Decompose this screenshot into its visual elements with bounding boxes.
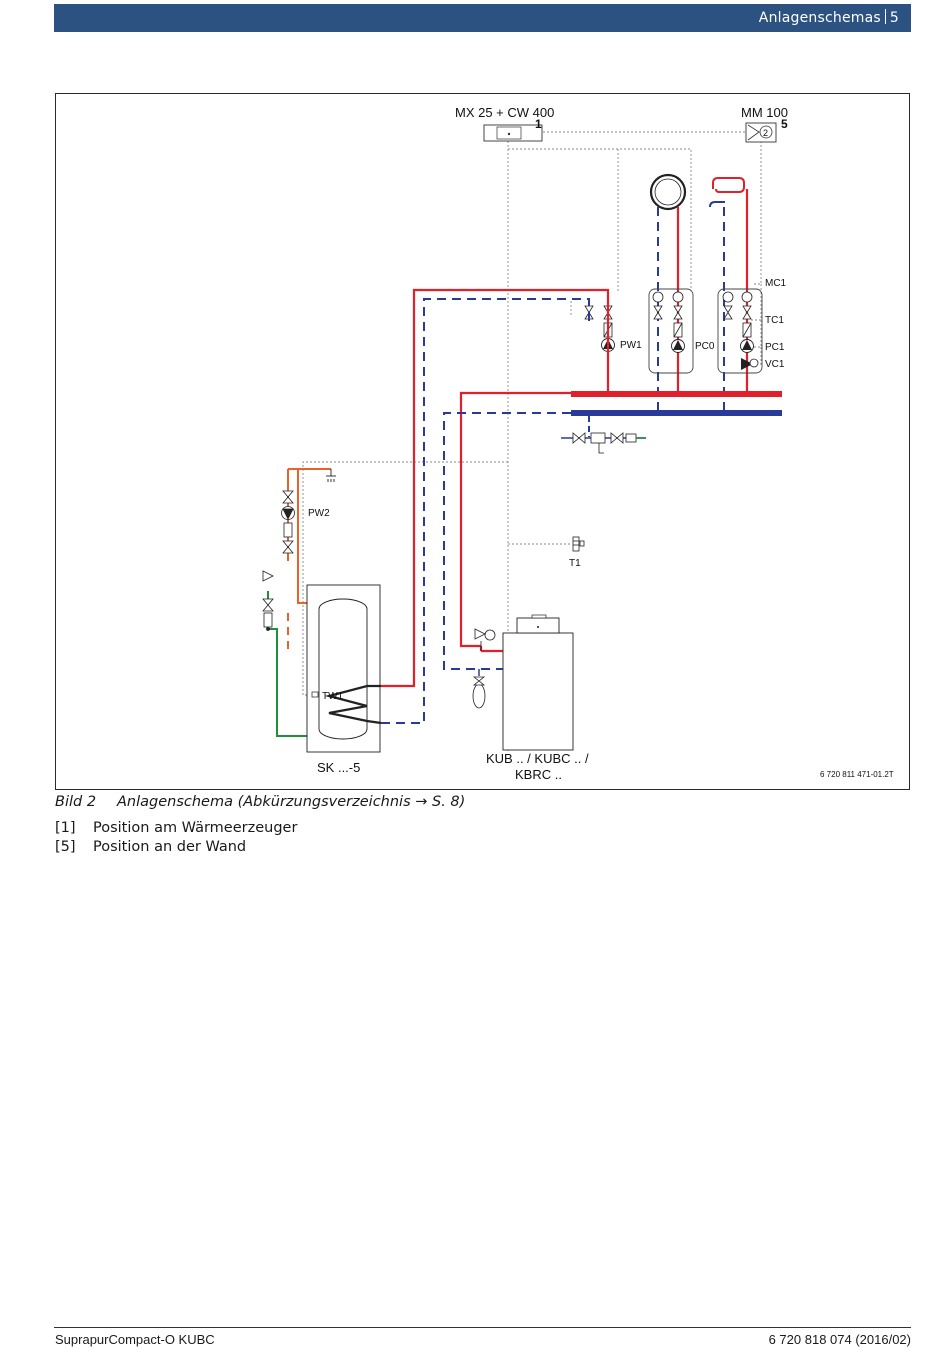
schematic-figure: MX 25 + CW 400 1 2 MM 100 5 bbox=[55, 93, 910, 790]
tw1-label: TW1 bbox=[322, 691, 344, 702]
pump-group-pc1 bbox=[717, 288, 763, 374]
boiler-label-line1: KUB .. / KUBC .. / bbox=[486, 751, 589, 766]
module-label: MM 100 bbox=[741, 105, 788, 120]
section-title: Anlagenschemas bbox=[758, 10, 881, 26]
figure-legend: [1] Position am Wärmeerzeuger [5] Position… bbox=[55, 820, 297, 858]
pump-group-pc0 bbox=[648, 288, 694, 374]
pw2-pump-group bbox=[281, 490, 295, 554]
pw1-label: PW1 bbox=[620, 340, 642, 351]
boiler-indicator-icon bbox=[537, 626, 539, 628]
safety-valve-group bbox=[262, 570, 274, 631]
figure-number: Bild 2 bbox=[55, 794, 97, 810]
tap-shower-icon bbox=[326, 469, 336, 482]
header-title: Anlagenschemas 5 bbox=[759, 9, 899, 26]
boiler-body bbox=[502, 632, 574, 751]
boiler-flue bbox=[531, 614, 547, 619]
return-pipes bbox=[381, 298, 590, 724]
mixer-module: 2 bbox=[745, 122, 777, 143]
legend-key: [5] bbox=[55, 839, 76, 855]
boiler-safety-group bbox=[472, 628, 496, 709]
pw2-label: PW2 bbox=[308, 508, 330, 519]
schematic-diagram: MX 25 + CW 400 1 2 MM 100 5 bbox=[262, 105, 894, 782]
controller-label: MX 25 + CW 400 bbox=[455, 105, 554, 120]
mc1-label: MC1 bbox=[765, 278, 787, 289]
radiator-inner-icon bbox=[654, 178, 682, 206]
legend-key: [1] bbox=[55, 820, 76, 836]
return-header bbox=[571, 410, 782, 416]
tc1-label: TC1 bbox=[765, 315, 784, 326]
supply-header bbox=[571, 391, 782, 397]
pump-group-components bbox=[584, 291, 753, 338]
figure-caption-text: Anlagenschema (Abkürzungsverzeichnis → S… bbox=[117, 794, 466, 810]
floor-heating-coil-icon bbox=[712, 177, 745, 193]
legend-item: [1] Position am Wärmeerzeuger bbox=[55, 820, 297, 839]
footer-doc-id: 6 720 818 074 (2016/02) bbox=[768, 1332, 911, 1347]
fill-drain-valve-group bbox=[561, 432, 646, 454]
header-separator bbox=[884, 9, 886, 24]
page-number: 5 bbox=[889, 10, 899, 26]
supply-pipes bbox=[381, 288, 610, 688]
boiler-control-panel bbox=[516, 617, 560, 634]
legend-item: [5] Position an der Wand bbox=[55, 839, 297, 858]
footer-divider bbox=[54, 1327, 911, 1328]
cold-water-pipe bbox=[267, 591, 319, 737]
storage-label: SK ...-5 bbox=[317, 760, 360, 775]
t1-label: T1 bbox=[569, 558, 581, 569]
drawing-id: 6 720 811 471-01.2T bbox=[820, 770, 894, 779]
module-channel: 2 bbox=[763, 128, 768, 138]
legend-text: Position an der Wand bbox=[93, 839, 247, 855]
vc1-label: VC1 bbox=[765, 359, 785, 370]
legend-text: Position am Wärmeerzeuger bbox=[93, 820, 298, 836]
controller-position: 1 bbox=[535, 117, 542, 131]
floor-heating-return-icon bbox=[709, 201, 725, 208]
footer-product: SuprapurCompact-O KUBC bbox=[55, 1332, 215, 1347]
controller-unit bbox=[483, 124, 543, 142]
header-bar: Anlagenschemas 5 bbox=[54, 4, 911, 32]
heat-exchanger-coil-icon bbox=[324, 684, 382, 725]
figure-caption: Bild 2 Anlagenschema (Abkürzungsverzeichn… bbox=[55, 794, 465, 810]
storage-tank-inner bbox=[318, 598, 368, 740]
pc1-label: PC1 bbox=[765, 342, 785, 353]
boiler-label-line2: KBRC .. bbox=[515, 767, 562, 782]
outdoor-sensor-icon bbox=[572, 536, 585, 552]
module-position: 5 bbox=[781, 117, 788, 131]
pc0-label: PC0 bbox=[695, 341, 715, 352]
circulation-pumps bbox=[601, 338, 759, 370]
tw1-sensor-icon bbox=[311, 691, 319, 698]
